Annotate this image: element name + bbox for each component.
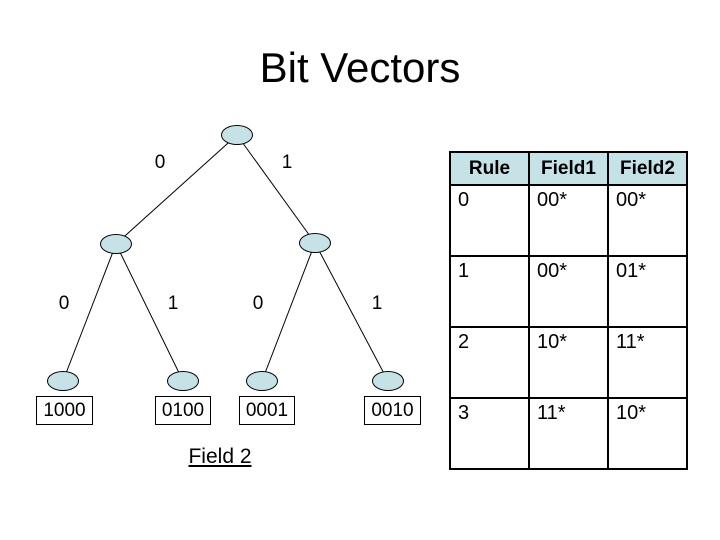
tree-node-left [100,234,132,254]
leaf-node [47,371,79,391]
table-header-row: Rule Field1 Field2 [449,151,688,186]
table-header-cell: Field2 [607,151,688,186]
table-cell: 10* [528,326,609,399]
table-cell: 3 [449,397,530,470]
leaf-node [372,371,404,391]
table-cell: 2 [449,326,530,399]
table-row: 3 11* 10* [449,397,688,470]
leaf-value-box: 1000 [36,396,93,425]
table-cell: 00* [528,255,609,328]
leaf-node [167,371,199,391]
table-header-cell: Rule [449,151,530,186]
table-cell: 11* [528,397,609,470]
table-cell: 11* [607,326,688,399]
table-cell: 00* [607,184,688,257]
table-cell: 0 [449,184,530,257]
edge-label: 0 [252,293,264,314]
table-header-cell: Field1 [528,151,609,186]
rule-table: Rule Field1 Field2 0 00* 00* 1 00* 01* 2… [449,151,688,470]
table-row: 1 00* 01* [449,255,688,328]
slide-title: Bit Vectors [259,44,461,91]
table-cell: 00* [528,184,609,257]
tree-root-node [221,125,253,145]
leaf-value-box: 0100 [155,396,211,425]
table-row: 2 10* 11* [449,326,688,399]
edge-label: 0 [154,152,166,173]
edge-label: 0 [58,293,70,314]
leaf-value-box: 0001 [239,396,295,425]
table-cell: 01* [607,255,688,328]
leaf-value-box: 0010 [364,396,421,425]
leaf-node [246,371,278,391]
edge-label: 1 [281,152,293,173]
table-cell: 10* [607,397,688,470]
edge-label: 1 [167,293,179,314]
edge-label: 1 [371,293,383,314]
table-cell: 1 [449,255,530,328]
tree-node-right [299,233,331,253]
table-row: 0 00* 00* [449,184,688,257]
field2-label: Field 2 [188,445,252,468]
